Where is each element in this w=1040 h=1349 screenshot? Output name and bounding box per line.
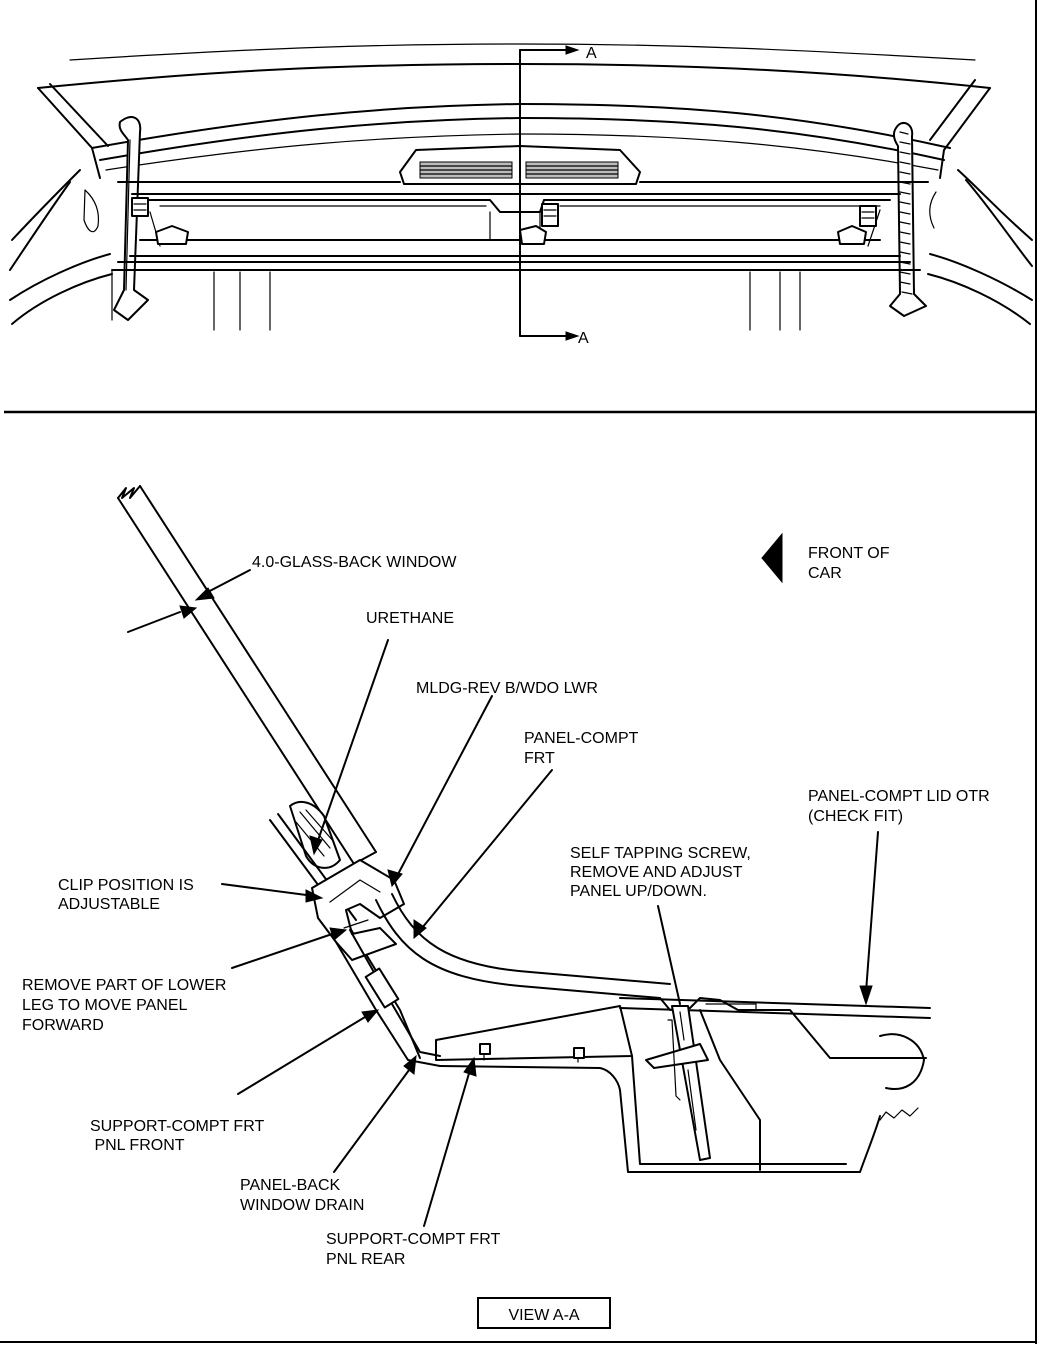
label-lid-otr-1: PANEL-COMPT LID OTR (808, 788, 990, 805)
section-mark-top: A (586, 45, 597, 62)
label-drain-1: PANEL-BACK (240, 1177, 341, 1194)
label-remove-leg-2: LEG TO MOVE PANEL (22, 997, 187, 1014)
label-screw-1: SELF TAPPING SCREW, (570, 845, 751, 862)
label-support-front-2: PNL FRONT (90, 1137, 185, 1154)
label-front-of-car-2: CAR (808, 565, 842, 582)
label-urethane: URETHANE (366, 610, 454, 627)
label-panel-compt-frt-2: FRT (524, 750, 555, 767)
label-lid-otr-2: (CHECK FIT) (808, 808, 903, 825)
label-clip-1: CLIP POSITION IS (58, 877, 194, 894)
label-support-rear-2: PNL REAR (326, 1251, 405, 1268)
view-label-box (477, 1297, 611, 1329)
label-support-rear-1: SUPPORT-COMPT FRT (326, 1231, 500, 1248)
label-clip-2: ADJUSTABLE (58, 896, 160, 913)
label-mldg: MLDG-REV B/WDO LWR (416, 680, 598, 697)
label-screw-2: REMOVE AND ADJUST (570, 864, 743, 881)
arrow-left-icon (761, 532, 783, 584)
label-panel-compt-frt-1: PANEL-COMPT (524, 730, 639, 747)
section-view-a-a: 4.0-GLASS-BACK WINDOW URETHANE MLDG-REV … (22, 485, 990, 1329)
label-remove-leg-1: REMOVE PART OF LOWER (22, 977, 226, 994)
label-screw-3: PANEL UP/DOWN. (570, 883, 707, 900)
label-drain-2: WINDOW DRAIN (240, 1197, 364, 1214)
label-support-front-1: SUPPORT-COMPT FRT (90, 1118, 264, 1135)
label-glass: 4.0-GLASS-BACK WINDOW (252, 554, 457, 571)
view-label: VIEW A-A (508, 1307, 579, 1324)
rear-window-perspective-view: A A (9, 43, 1033, 347)
label-front-of-car-1: FRONT OF (808, 545, 890, 562)
section-mark-bottom: A (578, 330, 589, 347)
label-remove-leg-3: FORWARD (22, 1017, 104, 1034)
